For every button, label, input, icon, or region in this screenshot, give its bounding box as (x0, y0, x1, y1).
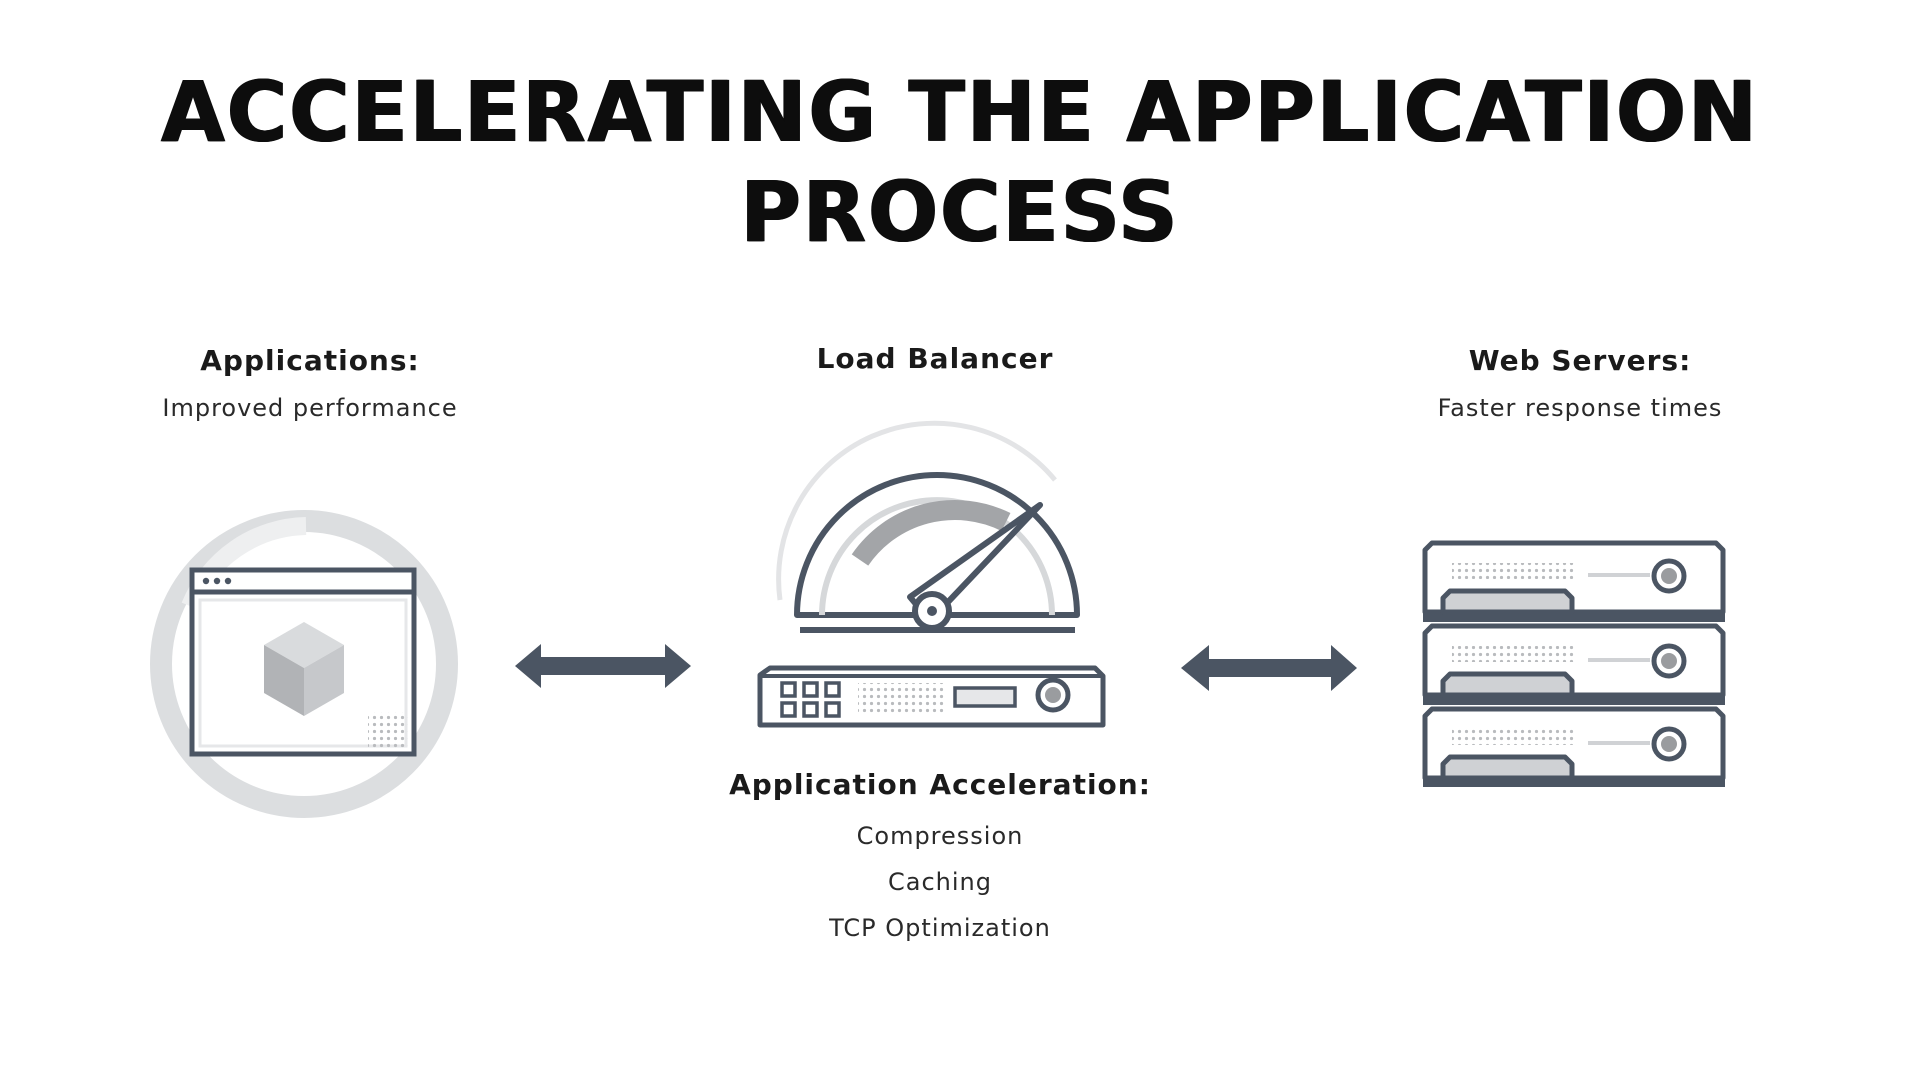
load-balancer-appliance-icon (757, 665, 1106, 728)
applications-subtitle: Improved performance (162, 394, 458, 422)
bidirectional-arrow-icon (515, 644, 691, 688)
server-stack-icon (1422, 540, 1726, 787)
acceleration-item-caching: Caching (888, 868, 992, 896)
web-servers-subtitle: Faster response times (1437, 394, 1723, 422)
load-balancer-heading: Load Balancer (816, 342, 1054, 375)
server-unit-3 (1422, 706, 1726, 787)
page-title: ACCELERATING THE APPLICATION PROCESS (161, 63, 1759, 261)
speedometer-icon (776, 420, 1080, 633)
application-window-icon (150, 510, 458, 818)
acceleration-item-compression: Compression (856, 822, 1024, 850)
acceleration-list: Compression Caching TCP Optimization (735, 818, 1145, 956)
acceleration-item-tcp-optimization: TCP Optimization (829, 914, 1051, 942)
bidirectional-arrow-icon-right (1181, 645, 1357, 691)
server-unit-2 (1422, 623, 1726, 705)
server-unit-1 (1422, 540, 1726, 622)
applications-heading: Applications: (200, 344, 420, 377)
web-servers-heading: Web Servers: (1468, 344, 1692, 377)
acceleration-heading: Application Acceleration: (729, 768, 1151, 801)
